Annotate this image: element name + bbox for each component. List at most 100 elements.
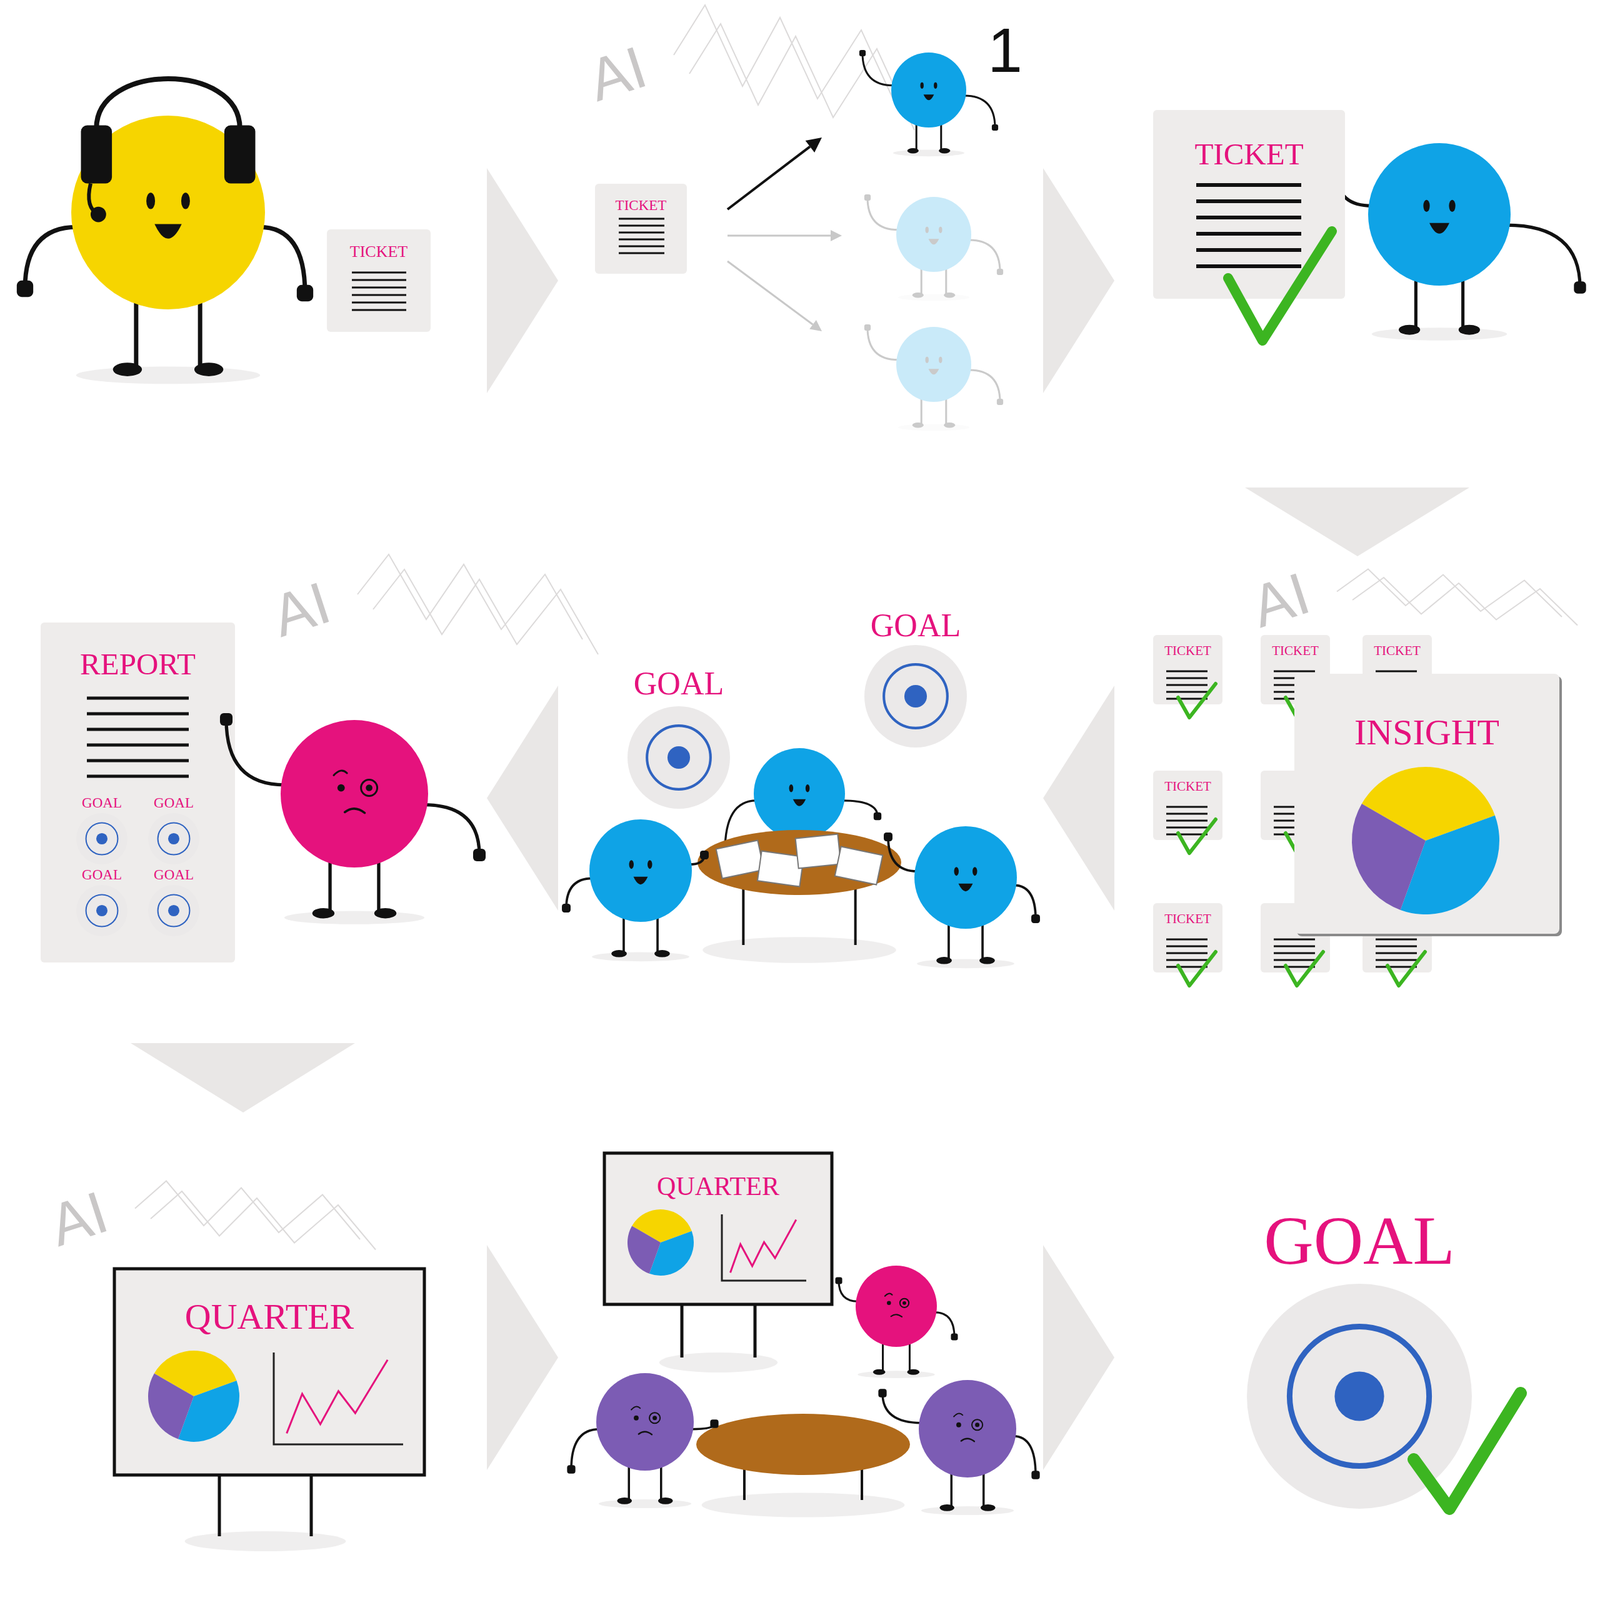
text-line	[1375, 945, 1417, 948]
insight-card	[1294, 673, 1560, 934]
chevron	[486, 1245, 559, 1470]
watermark-line	[689, 23, 915, 130]
eye	[337, 784, 345, 792]
target-ring	[158, 895, 190, 927]
chart-axes	[721, 1214, 807, 1281]
text-line	[1166, 952, 1208, 955]
ticket-card	[1153, 770, 1223, 840]
ground-shadow	[898, 423, 970, 431]
hand	[16, 280, 34, 297]
node-box: GOAL	[1225, 1203, 1494, 1510]
arm	[226, 719, 285, 785]
eye	[1448, 200, 1455, 212]
eye	[920, 82, 924, 89]
text-line	[351, 301, 407, 304]
text-line	[1166, 677, 1208, 680]
arm	[882, 1393, 922, 1424]
arm	[934, 1312, 955, 1337]
body	[855, 1265, 937, 1347]
text-line	[86, 712, 189, 716]
mouth	[638, 1431, 652, 1435]
chevron	[1043, 1245, 1115, 1470]
node-box: REPORTGOALGOALGOALGOAL	[40, 622, 235, 963]
node-label: TICKET	[1271, 643, 1319, 659]
ticket-card	[326, 229, 431, 332]
node-label: REPORT	[80, 647, 196, 682]
target-ring	[86, 895, 119, 927]
eye	[902, 1301, 907, 1305]
node-label: QUARTER	[656, 1171, 780, 1201]
character	[859, 50, 999, 157]
text-line	[1273, 938, 1315, 941]
ground-shadow	[857, 1370, 935, 1379]
ground-shadow	[598, 1499, 692, 1509]
foot	[113, 362, 143, 377]
hand	[1031, 914, 1040, 924]
target-dot	[96, 833, 108, 845]
node-box: TICKET	[595, 183, 687, 274]
character	[566, 1373, 719, 1509]
mouth	[154, 224, 182, 239]
target-ring	[646, 725, 711, 790]
foot	[374, 908, 397, 919]
monocle	[971, 1419, 983, 1430]
hand	[996, 398, 1004, 405]
body	[891, 52, 967, 128]
board-shadow	[659, 1352, 778, 1373]
eyebrow	[953, 1413, 963, 1417]
node-box: TICKET	[1260, 635, 1330, 705]
arm	[1013, 1436, 1036, 1475]
node-label: TICKET	[1164, 643, 1212, 659]
board-shadow	[185, 1531, 347, 1552]
pie-slice	[627, 1226, 661, 1274]
foot	[907, 1369, 920, 1375]
eye	[181, 192, 190, 209]
arm	[968, 240, 1000, 272]
text-line	[618, 231, 665, 234]
flow-arrow	[727, 146, 810, 210]
target-dot	[168, 905, 180, 917]
body	[753, 748, 845, 840]
ticket-card	[1153, 903, 1223, 973]
ear-cup	[224, 125, 256, 184]
node-label: QUARTER	[185, 1296, 354, 1337]
target-ground	[148, 813, 200, 865]
mouth	[928, 368, 940, 375]
text-line	[1196, 248, 1302, 252]
target-dot	[1334, 1371, 1384, 1421]
paper	[716, 840, 764, 879]
target-ring	[158, 823, 190, 855]
character	[16, 115, 314, 384]
target-ground	[76, 885, 128, 937]
watermark-line	[150, 1191, 376, 1250]
text-line	[1196, 199, 1302, 204]
mouth	[793, 799, 806, 807]
hand	[873, 812, 882, 820]
mouth	[345, 808, 365, 814]
node-box: INSIGHT	[1294, 673, 1560, 934]
ticket-card	[595, 183, 687, 274]
mouth	[1429, 223, 1450, 234]
ground-shadow	[284, 911, 425, 925]
arm	[888, 836, 918, 872]
target-dot	[168, 833, 180, 845]
foot	[943, 292, 955, 298]
monocle	[900, 1298, 909, 1308]
text-line	[86, 775, 189, 779]
arm	[259, 226, 305, 294]
hand	[996, 268, 1004, 275]
text-line	[1273, 952, 1315, 955]
arm	[963, 95, 995, 128]
board	[114, 1268, 425, 1475]
text-line	[1273, 945, 1315, 948]
hand	[991, 124, 999, 131]
text-line	[1166, 945, 1208, 948]
hand	[561, 903, 571, 913]
callout-number: 1	[987, 18, 1023, 82]
text-line	[1166, 938, 1208, 941]
paper	[835, 846, 883, 885]
watermark-line	[1352, 577, 1578, 626]
text-line	[86, 728, 189, 732]
body	[596, 1373, 694, 1471]
node-label: TICKET	[1194, 137, 1304, 172]
